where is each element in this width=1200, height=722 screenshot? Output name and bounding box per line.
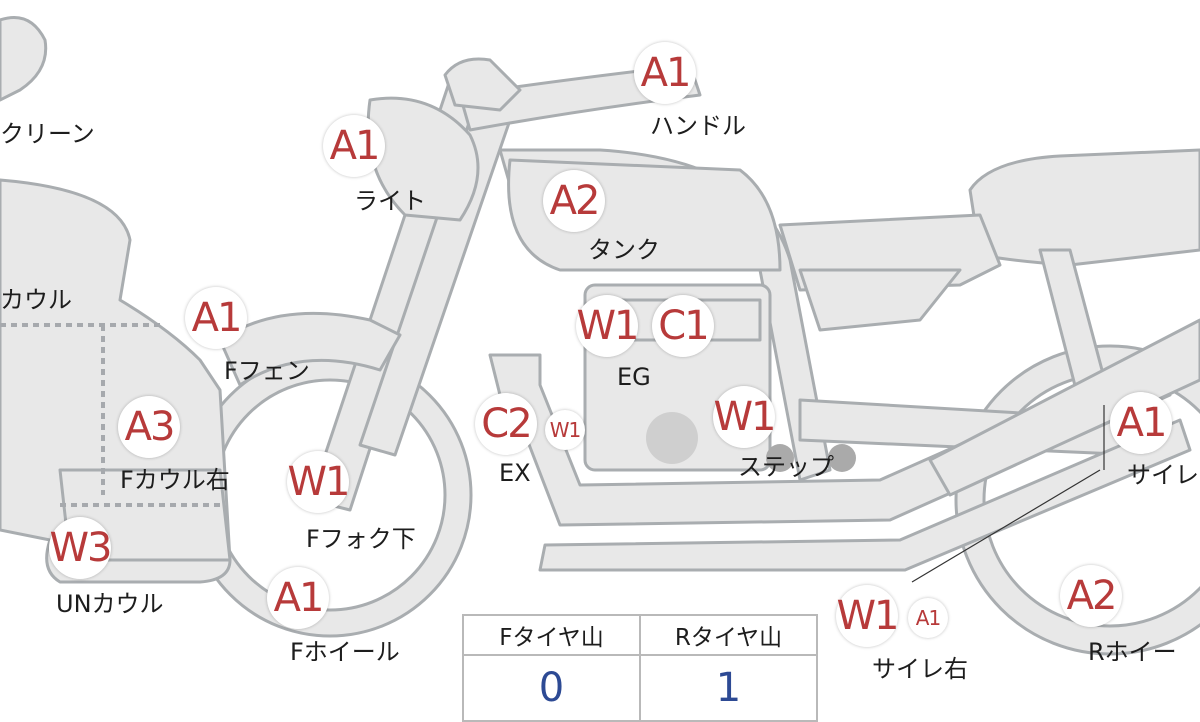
grade-badge-tank: A2 [543,170,605,232]
label-silencer-right: サイレ右 [872,655,968,683]
grade-badge-handle: A1 [634,42,696,104]
label-engine: EG [617,363,651,391]
grade-badge-step: W1 [713,386,777,448]
label-silencer: サイレ [1127,461,1199,489]
tread-header-rear: Rタイヤ山 [639,614,818,656]
grade-badge-r-wheel: A2 [1060,565,1122,627]
grade-badge-exhaust: C2 [475,393,537,455]
label-f-wheel: Fホイール [290,638,400,666]
tread-value-rear: 1 [639,654,818,722]
label-f-fender: Fフェン [224,357,310,385]
label-under-cowl: UNカウル [56,590,164,618]
grade-badge-exhaust-small: W1 [545,410,585,450]
grade-badge-light: A1 [323,115,385,177]
label-f-fork-lower: Fフォク下 [306,525,416,553]
grade-badge-f-wheel: A1 [267,567,329,629]
tread-value-front: 0 [462,654,641,722]
label-screen: クリーン [0,120,95,148]
grade-badge-engine-c: C1 [652,295,714,357]
grade-badge-under-cowl: W3 [49,517,113,579]
label-r-wheel: Rホイー [1088,638,1177,666]
silencer-shape [928,318,1200,497]
tire-tread-table: Fタイヤ山 Rタイヤ山 0 1 [462,614,818,722]
grade-badge-engine-w: W1 [576,295,640,357]
grade-badge-silencer: A1 [1110,392,1172,454]
grade-badge-f-fender: A1 [185,287,247,349]
rear-cowl-shape [798,268,962,332]
label-handle: ハンドル [650,112,746,140]
label-f-cowl-right: Fカウル右 [120,466,230,494]
rear-wheel-shape [956,346,1200,654]
grade-badge-silencer-right: W1 [836,585,900,647]
tread-header-front: Fタイヤ山 [462,614,641,656]
grade-badge-f-fork-lower: W1 [287,451,351,513]
label-tank: タンク [588,236,660,264]
label-exhaust: EX [499,459,531,487]
rear-seat-shape [968,148,1200,267]
label-light: ライト [354,187,426,215]
grade-badge-silencer-right-small: A1 [908,598,948,638]
screen-shape [0,16,48,102]
label-cowl: カウル [0,286,72,314]
label-step: ステップ [738,453,834,481]
front-fender-shape [218,311,402,387]
grade-badge-f-cowl-right: A3 [118,396,180,458]
